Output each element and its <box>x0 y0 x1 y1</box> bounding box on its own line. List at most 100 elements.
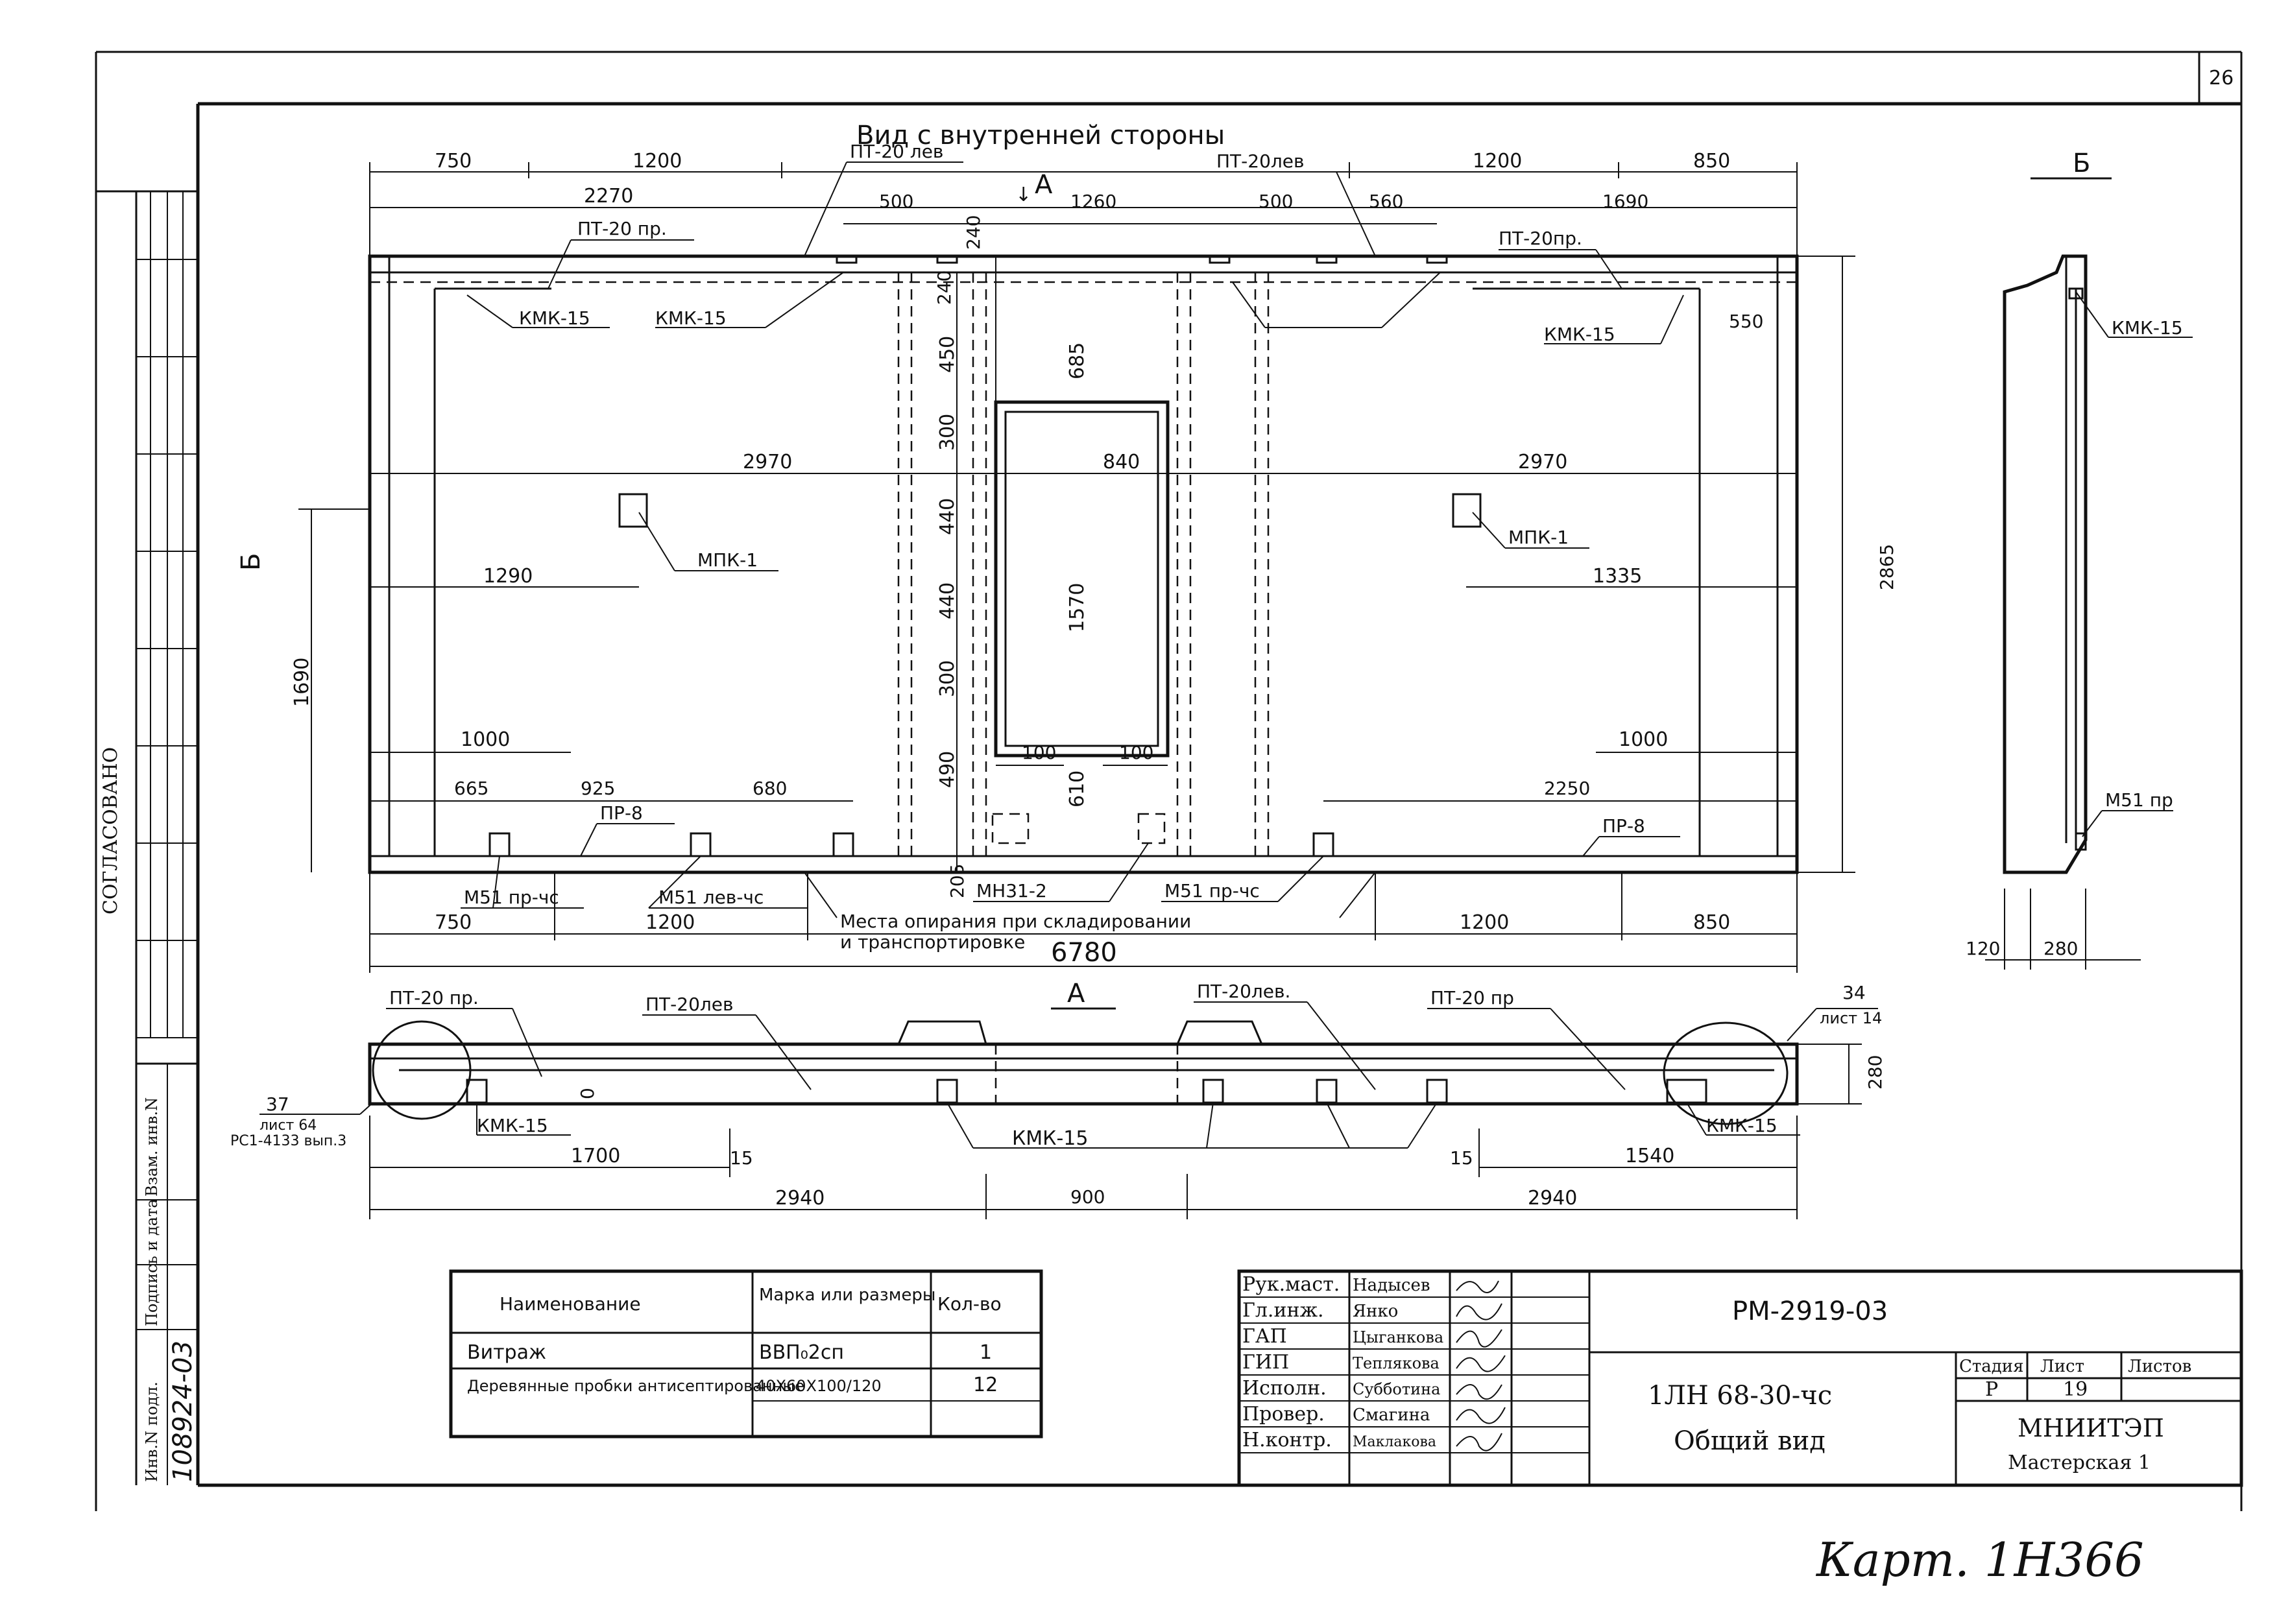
callout-pt20-lev-2: ПТ-20лев <box>1216 150 1305 172</box>
tb-doc-code: РМ-2919-03 <box>1732 1296 1888 1326</box>
dim-bottom-750: 750 <box>435 911 472 934</box>
inventory-label-3: Взам. инв.N <box>143 1097 161 1197</box>
callout-pr8-2: ПР-8 <box>1602 815 1645 837</box>
plan-callout-pt20-lev-1: ПТ-20лев <box>645 994 734 1015</box>
dim-100-left: 100 <box>1022 742 1056 763</box>
tb-role-2: Гл.инж. <box>1242 1299 1324 1322</box>
tb-product: 1ЛН 68-30-чс <box>1648 1381 1832 1411</box>
sheet-frame <box>95 51 2243 1511</box>
tb-stage: Р <box>1985 1378 1998 1401</box>
section-mark-b-left: Б <box>236 553 266 571</box>
support-note-2: и транспортировке <box>840 931 1025 953</box>
dim-2250: 2250 <box>1544 778 1590 799</box>
tb-sheet-header: Лист <box>2040 1357 2084 1376</box>
footer-handwritten: Карт. 1Н366 <box>1815 1533 2144 1587</box>
tb-sheet-title: Общий вид <box>1674 1426 1826 1456</box>
dim-1335: 1335 <box>1593 565 1642 588</box>
dim-1000-right: 1000 <box>1619 728 1668 751</box>
tb-sheet: 19 <box>2063 1378 2088 1401</box>
approved-label: СОГЛАСОВАНО <box>99 747 122 914</box>
dim-665: 665 <box>454 778 488 799</box>
tb-workshop: Мастерская 1 <box>2008 1451 2151 1474</box>
dim-925: 925 <box>581 778 615 799</box>
left-stamp-strip <box>96 190 198 1485</box>
inventory-label-2: Подпись и дата <box>143 1199 161 1326</box>
dim-top-1260: 1260 <box>1070 191 1116 212</box>
dim-top-240: 240 <box>963 215 984 250</box>
plan-callout-kmk15-2: КМК-15 <box>1012 1127 1088 1150</box>
tb-name-4: Теплякова <box>1353 1354 1440 1372</box>
plan-dim-0: 0 <box>577 1088 598 1099</box>
tb-role-1: Рук.маст. <box>1242 1273 1340 1296</box>
spec-row1-name: Витраж <box>467 1341 546 1364</box>
plan-dim-2940-right: 2940 <box>1528 1187 1577 1210</box>
tb-name-5: Субботина <box>1353 1380 1440 1398</box>
callout-mpk1-2: МПК-1 <box>1508 527 1569 548</box>
spec-row2-name: Деревянные пробки антисептированные <box>467 1377 804 1395</box>
dim-bottom-850: 850 <box>1693 911 1730 934</box>
dim-1000-left: 1000 <box>461 728 510 751</box>
plan-callout-kmk15-3: КМК-15 <box>1706 1115 1778 1136</box>
plan-a: А ПТ-20 пр. ПТ-20лев ПТ-20лев. ПТ-20 пр … <box>230 979 1886 1219</box>
tb-role-6: Провер. <box>1242 1403 1325 1426</box>
callout-mpk1-1: МПК-1 <box>697 549 758 571</box>
plan-dim-1540: 1540 <box>1625 1145 1674 1167</box>
plan-dim-15-right: 15 <box>1450 1147 1473 1169</box>
spec-row2-qty: 12 <box>973 1374 998 1396</box>
dim-bottom-1200a: 1200 <box>645 911 695 934</box>
callout-mn31-2: МН31-2 <box>976 880 1047 902</box>
plan-ref-left-sheet: лист 64 <box>259 1117 317 1134</box>
tb-name-3: Цыганкова <box>1353 1328 1443 1346</box>
plan-callout-pt20-pr-2: ПТ-20 пр <box>1430 987 1514 1009</box>
title-block: Рук.маст. Надысев Гл.инж. Янко ГАП Цыган… <box>1237 1269 2243 1487</box>
plan-ref-right-sheet: лист 14 <box>1820 1009 1882 1027</box>
dim-v-1570: 1570 <box>1066 583 1089 632</box>
section-b-dim-280: 280 <box>2043 938 2078 959</box>
dim-top-1690: 1690 <box>1602 191 1648 212</box>
callout-kmk15-2: КМК-15 <box>655 307 727 329</box>
tb-sheets-header: Листов <box>2128 1357 2191 1376</box>
dim-v-450: 450 <box>936 336 959 373</box>
dim-bottom-1200b: 1200 <box>1460 911 1509 934</box>
dim-1290: 1290 <box>483 565 533 588</box>
callout-pt20-pr-2: ПТ-20пр. <box>1499 228 1582 249</box>
plan-callout-kmk15-1: КМК-15 <box>477 1115 548 1136</box>
plan-dim-1700: 1700 <box>571 1145 620 1167</box>
tb-stage-header: Стадия <box>1959 1357 2024 1376</box>
plan-dim-900: 900 <box>1070 1186 1105 1208</box>
plan-ref-left-doc: РС1-4133 вып.3 <box>230 1133 346 1149</box>
section-b-dim-120: 120 <box>1966 938 2000 959</box>
section-b: Б КМК-15 М51 пр 120 280 <box>1966 149 2193 970</box>
section-b-callout-kmk15: КМК-15 <box>2112 317 2183 339</box>
tb-org: МНИИТЭП <box>2018 1414 2164 1442</box>
dim-top-1200b: 1200 <box>1473 150 1522 173</box>
spec-header-qty: Кол-во <box>937 1293 1002 1315</box>
dim-v-300a: 300 <box>936 414 959 451</box>
tb-name-6: Смагина <box>1353 1405 1430 1425</box>
tb-role-7: Н.контр. <box>1242 1429 1332 1451</box>
dim-v-205: 205 <box>946 864 968 898</box>
plan-dim-280: 280 <box>1864 1055 1886 1090</box>
dim-v-610: 610 <box>1066 770 1089 807</box>
dim-v-240: 240 <box>934 270 955 305</box>
section-mark-a-arrow: ↓ <box>1015 184 1031 206</box>
plan-a-title: А <box>1067 979 1085 1009</box>
dim-100-right: 100 <box>1119 742 1153 763</box>
callout-pt20-lev-1: ПТ-20 лев <box>850 141 943 162</box>
dim-v-490: 490 <box>936 751 959 788</box>
plan-ref-left: 37 <box>266 1093 289 1115</box>
sheet-number: 26 <box>2209 67 2234 90</box>
dim-top-850: 850 <box>1693 150 1730 173</box>
plan-callout-pt20-pr-1: ПТ-20 пр. <box>389 987 479 1009</box>
plan-callout-pt20-lev-2: ПТ-20лев. <box>1197 981 1290 1002</box>
spec-row1-qty: 1 <box>980 1341 992 1364</box>
tb-role-3: ГАП <box>1242 1325 1287 1348</box>
tb-name-2: Янко <box>1353 1302 1398 1321</box>
dim-top-500a: 500 <box>879 191 913 212</box>
dim-v-440a: 440 <box>936 498 959 535</box>
dim-top-750: 750 <box>435 150 472 173</box>
callout-m51-pr-chs-2: М51 пр-чс <box>1164 880 1260 902</box>
tb-role-5: Исполн. <box>1242 1377 1327 1400</box>
dim-top-2270: 2270 <box>584 185 633 208</box>
